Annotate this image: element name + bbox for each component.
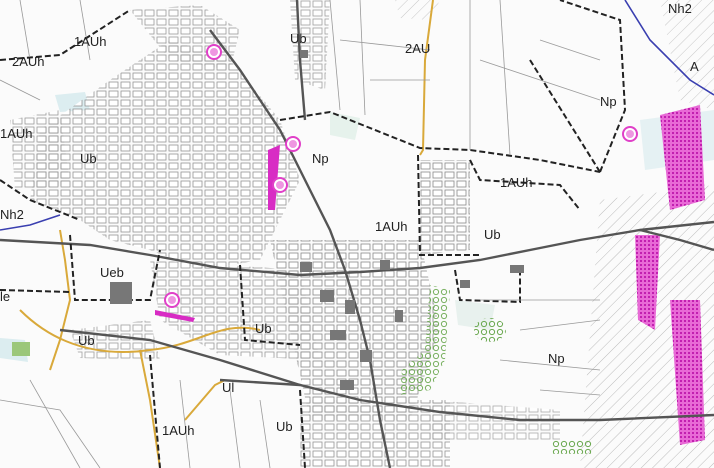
zone-label: Ueb xyxy=(100,265,124,280)
map-marker[interactable]: 7 xyxy=(206,44,222,60)
buildings xyxy=(110,50,524,390)
zone-label: 1AUh xyxy=(162,423,195,438)
zone-label: Ul xyxy=(222,380,235,395)
blue-lines xyxy=(0,0,714,231)
zone-label: 2AU xyxy=(405,41,431,56)
green-areas xyxy=(12,285,592,454)
map-marker[interactable]: 9 xyxy=(272,177,288,193)
zone-label: Ub xyxy=(78,333,95,348)
zone-label: 1AUh xyxy=(375,219,408,234)
magenta-zones xyxy=(155,105,705,445)
zone-label: Ub xyxy=(484,227,501,242)
zone-label: Np xyxy=(548,351,565,366)
zone-label: le xyxy=(0,289,11,304)
settlement-blocks xyxy=(10,0,560,468)
zone-label: Np xyxy=(600,94,617,109)
zone-label: Np xyxy=(312,151,329,166)
zone-label: Ub xyxy=(80,151,97,166)
map-marker[interactable]: 8 xyxy=(285,136,301,152)
parcel-lines xyxy=(0,0,601,468)
zone-label: 1AUh xyxy=(0,126,33,141)
map-marker[interactable]: 13 xyxy=(622,126,638,142)
yellow-lines xyxy=(19,0,434,468)
zone-label: 1AUh xyxy=(74,34,107,49)
zone-label: Ub xyxy=(255,321,272,336)
zone-boundaries xyxy=(0,0,627,468)
map-marker[interactable]: 10 xyxy=(164,292,180,308)
zone-label: Nh2 xyxy=(0,207,24,222)
zone-label: Ub xyxy=(290,31,307,46)
zone-label: A xyxy=(690,59,699,74)
zone-label: Nh2 xyxy=(668,1,692,16)
zone-label: 1AUh xyxy=(500,175,533,190)
zone-label: Ub xyxy=(276,419,293,434)
zone-label: 2AUh xyxy=(12,54,45,69)
